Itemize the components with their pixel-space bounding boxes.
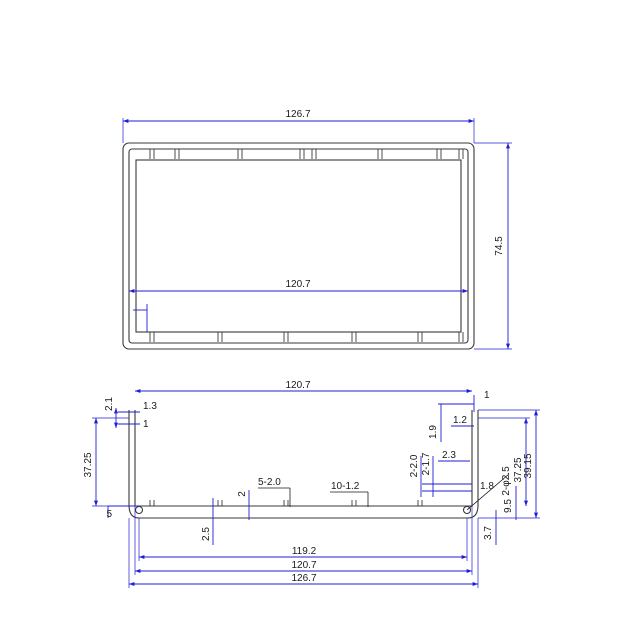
dim-2-small-label: 2	[237, 491, 248, 497]
left-fin	[128, 266, 137, 269]
section-right-fin	[471, 480, 479, 483]
screw-hole-left	[134, 505, 144, 515]
dim-5-label: 5	[106, 509, 112, 520]
dim-2-phi-2-5-label: 2-φ2.5	[501, 466, 512, 496]
section-right-fin	[471, 432, 479, 435]
top-slot	[311, 149, 317, 159]
top-slot	[174, 149, 180, 159]
dim-1-right-label: 1	[484, 390, 490, 401]
top-slot	[458, 149, 464, 159]
section-left-fin	[128, 420, 136, 423]
right-fin	[460, 266, 469, 269]
section-left-fin	[128, 456, 136, 459]
dim-1-3-label: 1.3	[143, 401, 157, 412]
top-slot	[436, 149, 442, 159]
top-slot	[237, 149, 243, 159]
left-fin	[128, 202, 137, 205]
bottom-slot	[149, 332, 155, 342]
left-fin	[128, 250, 137, 253]
dim-1-left-label: 1	[143, 419, 149, 430]
section-bottom-slot	[149, 500, 155, 506]
bottom-slot	[217, 332, 223, 342]
front-view-slots	[128, 149, 469, 342]
bottom-slot	[417, 332, 423, 342]
section-left-fin	[128, 432, 136, 435]
section-right-fin	[471, 420, 479, 423]
dim-phi-leader	[466, 473, 510, 511]
section-right-fin	[471, 444, 479, 447]
dim-37-25-left-label: 37.25	[83, 452, 94, 477]
section-left-fin	[128, 468, 136, 471]
dim-3-7-label: 3.7	[483, 526, 494, 540]
left-fin	[128, 314, 137, 317]
section-view-slots	[128, 420, 479, 506]
dim-1-8-label: 1.8	[480, 481, 494, 492]
dim-126-7-label: 126.7	[291, 573, 316, 584]
bottom-slot	[283, 332, 289, 342]
section-left-fin	[128, 444, 136, 447]
left-fin	[128, 234, 137, 237]
right-fin	[460, 250, 469, 253]
left-fin	[128, 186, 137, 189]
left-fin	[128, 298, 137, 301]
right-fin	[460, 314, 469, 317]
dim-2-1-label: 2.1	[104, 397, 115, 411]
section-right-fin	[471, 468, 479, 471]
profile-outer-outline	[122, 142, 475, 350]
dim-2-3-label: 2.3	[442, 450, 456, 461]
section-bottom-slot	[417, 500, 423, 506]
section-view: 120.7 1.3 1 2.1 37.25 5 2.5 2 5-2.0 10-1…	[83, 380, 540, 588]
bottom-slot	[458, 332, 464, 342]
section-right-fin	[471, 492, 479, 495]
overall-width-label: 126.7	[285, 109, 310, 120]
overall-height-label: 74.5	[494, 236, 505, 256]
dim-39-15-label: 39.15	[523, 453, 534, 478]
top-width-label: 120.7	[285, 380, 310, 391]
dim-120-7-label: 120.7	[291, 560, 316, 571]
dim-1-2-label: 1.2	[453, 415, 467, 426]
right-fin	[460, 234, 469, 237]
dim-119-2-label: 119.2	[292, 546, 317, 557]
front-view: 126.7 120.7 74.5	[122, 109, 512, 350]
left-fin	[128, 218, 137, 221]
top-slot	[377, 149, 383, 159]
dim-2-2-0-label: 2-2.0	[409, 454, 420, 477]
section-outer-outline	[128, 410, 479, 519]
left-fin	[128, 282, 137, 285]
inner-width-label: 120.7	[285, 279, 310, 290]
right-fin	[460, 186, 469, 189]
left-fin	[128, 170, 137, 173]
dim-10-1-2-label: 10-1.2	[331, 481, 360, 492]
dim-9-5-label: 9.5	[503, 499, 514, 513]
right-fin	[460, 282, 469, 285]
section-right-fin	[471, 456, 479, 459]
right-fin	[460, 298, 469, 301]
right-fin	[460, 218, 469, 221]
section-bottom-slot	[283, 500, 289, 506]
dim-1-9-label: 1.9	[428, 425, 439, 439]
section-left-fin	[128, 492, 136, 495]
top-slot	[299, 149, 305, 159]
dim-5-2-0-label: 5-2.0	[258, 477, 281, 488]
profile-cavity	[135, 159, 462, 333]
section-bottom-slot	[351, 500, 357, 506]
top-slot	[149, 149, 155, 159]
dim-2-5-label: 2.5	[201, 527, 212, 541]
bottom-slot	[351, 332, 357, 342]
section-bottom-slot	[217, 500, 223, 506]
section-left-fin	[128, 480, 136, 483]
right-fin	[460, 202, 469, 205]
screw-hole-right	[462, 505, 472, 515]
dim-2-1-7-label: 2-1.7	[421, 452, 432, 475]
dim-37-25-right-label: 37.25	[513, 457, 524, 482]
profile-inner-wall	[128, 148, 469, 344]
right-fin	[460, 170, 469, 173]
